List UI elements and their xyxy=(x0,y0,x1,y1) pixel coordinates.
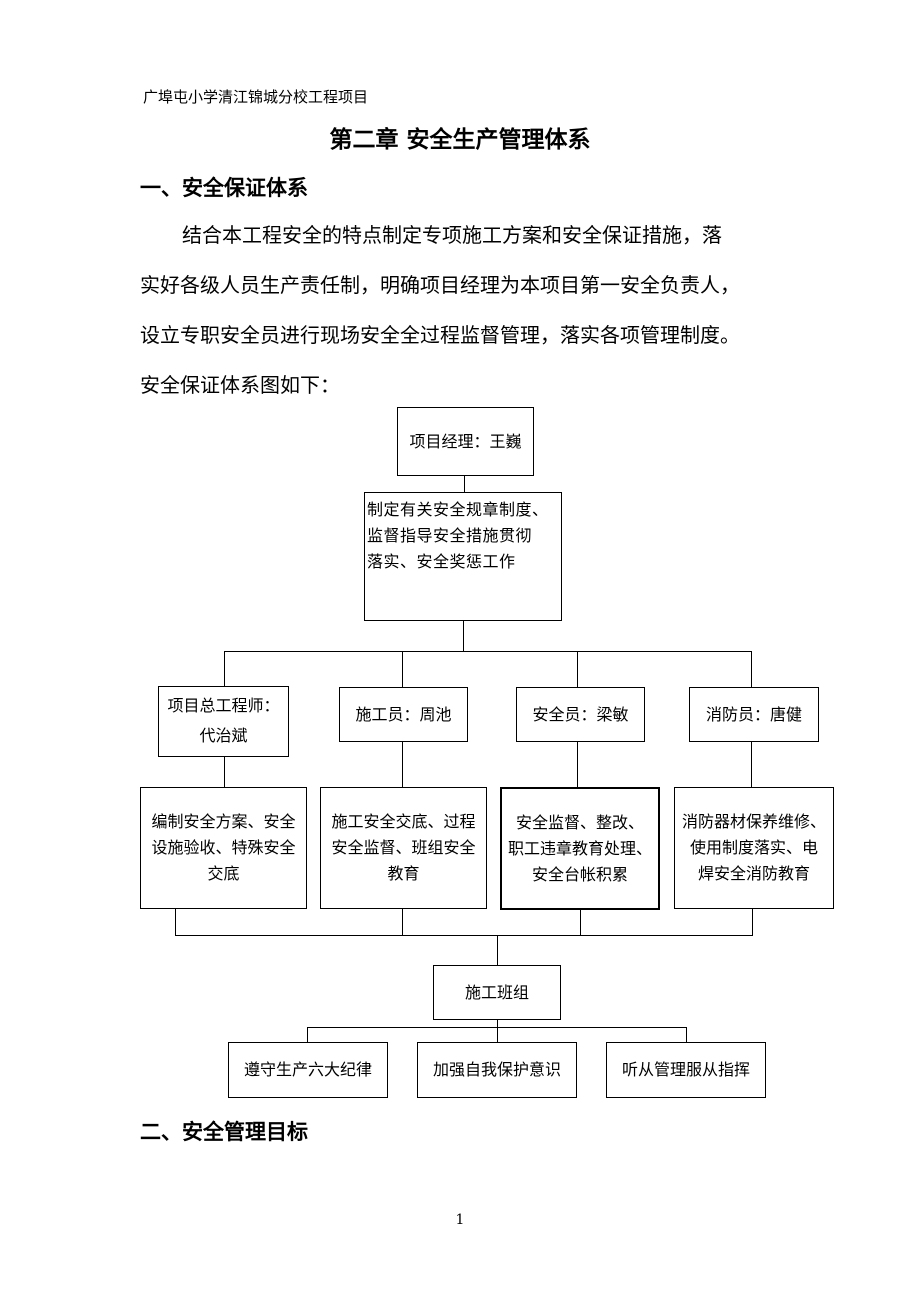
duty-line: 落实、安全奖惩工作 xyxy=(367,552,516,571)
duty-line: 监督指导安全措施贯彻 xyxy=(367,526,533,545)
connector-line xyxy=(224,651,225,686)
rule-label: 听从管理服从指挥 xyxy=(621,1060,750,1079)
manager-label: 项目经理：王巍 xyxy=(409,431,522,451)
rule-box: 听从管理服从指挥 xyxy=(606,1042,766,1098)
section-heading-2: 二、安全管理目标 xyxy=(140,1119,308,1144)
responsibility-line: 焊安全消防教育 xyxy=(697,864,810,883)
header-note: 广埠屯小学清江锦城分校工程项目 xyxy=(143,88,369,106)
team-label: 施工班组 xyxy=(464,982,529,1002)
paragraph-line: 安全保证体系图如下： xyxy=(140,373,340,397)
connector-line xyxy=(463,621,464,651)
connector-line xyxy=(577,742,578,787)
connector-line xyxy=(307,1027,308,1042)
team-box: 施工班组 xyxy=(433,965,561,1020)
responsibility-line: 施工安全交底、过程 xyxy=(331,812,476,831)
responsibility-box-safety-officer: 安全监督、整改、 职工违章教育处理、 安全台帐积累 xyxy=(500,787,660,910)
responsibility-box-fire-officer: 消防器材保养维修、 使用制度落实、电 焊安全消防教育 xyxy=(674,787,834,909)
role-label: 施工员：周池 xyxy=(355,704,452,724)
role-label: 项目总工程师： xyxy=(167,696,280,715)
connector-line xyxy=(497,1020,498,1027)
rule-label: 遵守生产六大纪律 xyxy=(243,1060,372,1079)
responsibility-line: 安全监督、整改、 xyxy=(515,812,644,832)
connector-line xyxy=(402,742,403,787)
role-label: 安全员：梁敏 xyxy=(532,704,629,724)
connector-line xyxy=(464,476,465,492)
connector-line xyxy=(497,1027,498,1042)
connector-line xyxy=(751,651,752,687)
connector-line xyxy=(224,651,752,652)
connector-line xyxy=(497,935,498,965)
role-box-chief-engineer: 项目总工程师： 代治斌 xyxy=(158,686,289,757)
rule-box: 加强自我保护意识 xyxy=(417,1042,577,1098)
duty-box: 制定有关安全规章制度、 监督指导安全措施贯彻 落实、安全奖惩工作 xyxy=(364,492,562,621)
paragraph-line: 设立专职安全员进行现场安全全过程监督管理，落实各项管理制度。 xyxy=(140,323,740,347)
paragraph-line: 实好各级人员生产责任制，明确项目经理为本项目第一安全负责人， xyxy=(140,273,740,297)
connector-line xyxy=(751,742,752,787)
connector-line xyxy=(175,909,176,935)
connector-line xyxy=(752,909,753,935)
manager-box: 项目经理：王巍 xyxy=(397,407,534,476)
paragraph-line: 结合本工程安全的特点制定专项施工方案和安全保证措施，落 xyxy=(182,223,722,247)
section1-paragraph: 结合本工程安全的特点制定专项施工方案和安全保证措施，落 实好各级人员生产责任制，… xyxy=(140,210,800,410)
responsibility-line: 编制安全方案、安全 xyxy=(151,812,296,831)
responsibility-line: 教育 xyxy=(387,864,420,883)
page-number: 1 xyxy=(455,1212,465,1228)
role-label: 消防员：唐健 xyxy=(705,704,802,724)
responsibility-line: 安全监督、班组安全 xyxy=(331,838,476,857)
responsibility-line: 设施验收、特殊安全 xyxy=(151,838,296,857)
responsibility-line: 交底 xyxy=(207,864,240,883)
connector-line xyxy=(175,935,753,936)
responsibility-line: 使用制度落实、电 xyxy=(689,838,818,857)
section-heading-1: 一、安全保证体系 xyxy=(140,175,308,200)
connector-line xyxy=(402,651,403,687)
connector-line xyxy=(580,910,581,935)
responsibility-box-constructor: 施工安全交底、过程 安全监督、班组安全 教育 xyxy=(320,787,487,909)
connector-line xyxy=(224,757,225,787)
connector-line xyxy=(686,1027,687,1042)
rule-box: 遵守生产六大纪律 xyxy=(228,1042,388,1098)
role-box-safety-officer: 安全员：梁敏 xyxy=(516,687,645,742)
responsibility-line: 安全台帐积累 xyxy=(531,864,628,884)
role-box-fire-officer: 消防员：唐健 xyxy=(689,687,819,742)
responsibility-line: 职工违章教育处理、 xyxy=(507,838,652,858)
role-name: 代治斌 xyxy=(199,726,248,745)
connector-line xyxy=(402,909,403,935)
responsibility-box-chief-engineer: 编制安全方案、安全 设施验收、特殊安全 交底 xyxy=(140,787,307,909)
responsibility-line: 消防器材保养维修、 xyxy=(681,812,826,831)
duty-line: 制定有关安全规章制度、 xyxy=(367,500,549,519)
chapter-title: 第二章 安全生产管理体系 xyxy=(329,126,591,153)
rule-label: 加强自我保护意识 xyxy=(432,1060,561,1079)
role-box-constructor: 施工员：周池 xyxy=(339,687,468,742)
connector-line xyxy=(577,651,578,687)
